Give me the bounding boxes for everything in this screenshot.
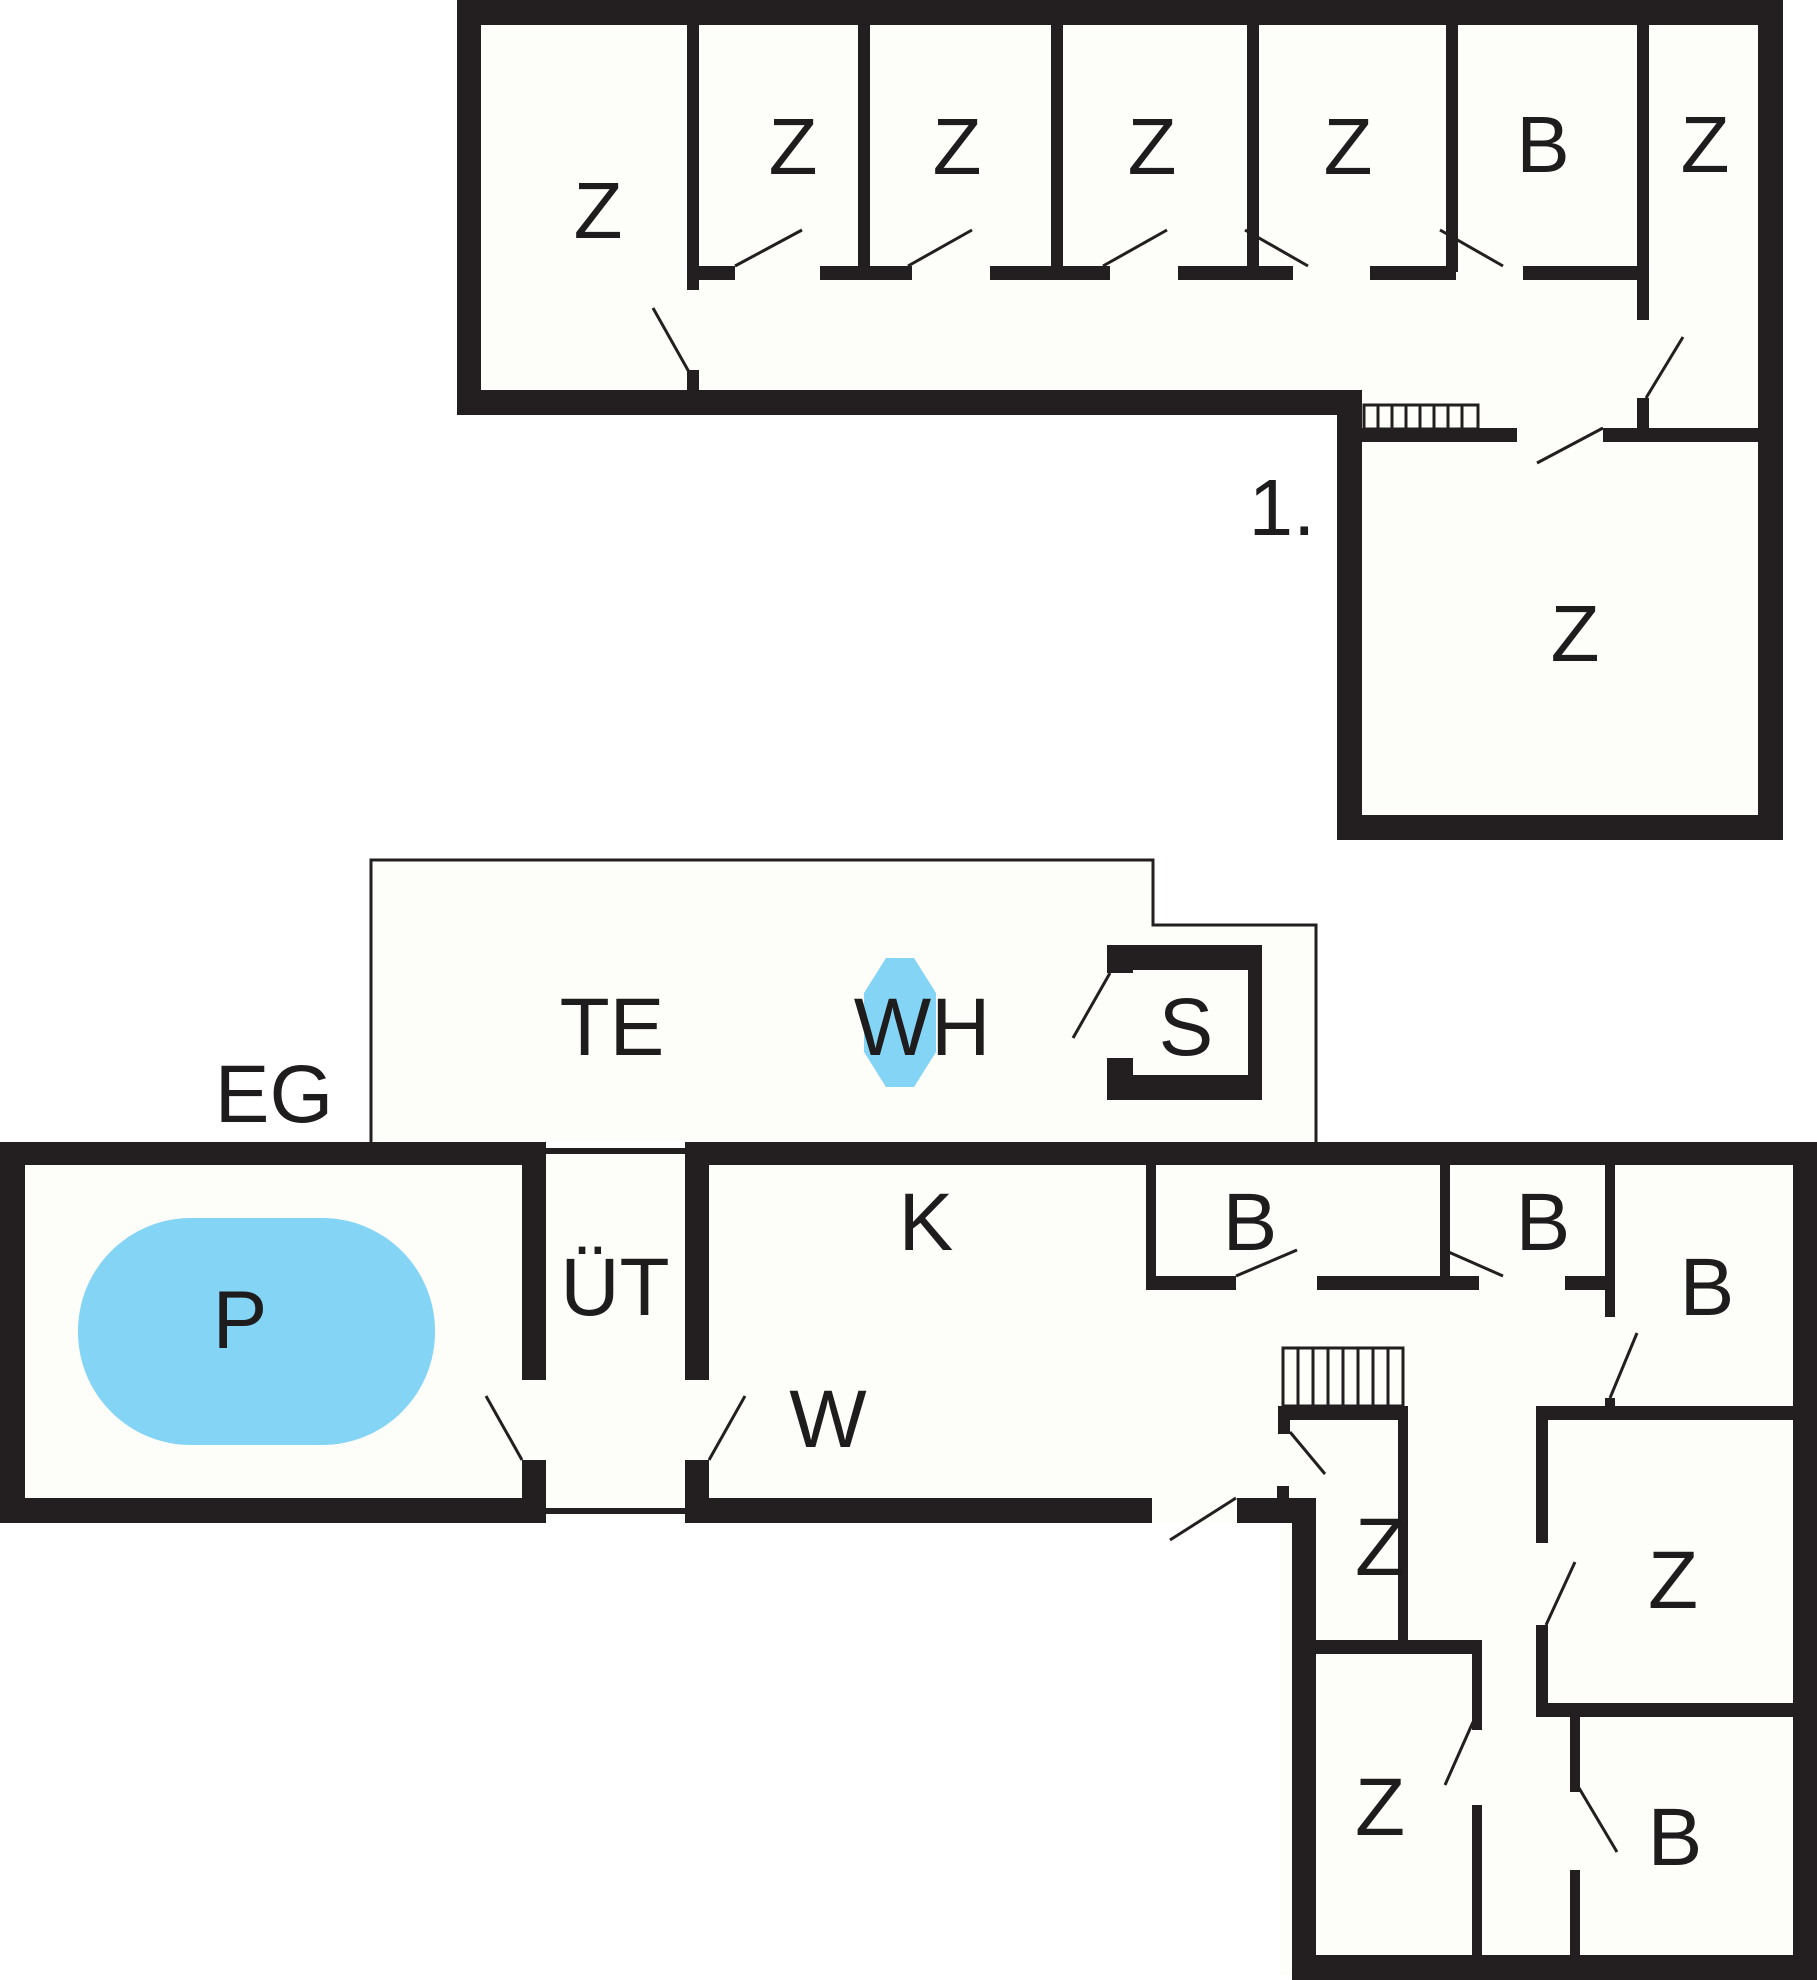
stairs — [1362, 403, 1480, 431]
door-swing — [1244, 228, 1309, 268]
wall — [1472, 1640, 1482, 1730]
door-swing — [1443, 1248, 1504, 1278]
wall — [1051, 25, 1063, 272]
wall — [1178, 266, 1293, 280]
room-label: Z — [1648, 1535, 1698, 1626]
door-swing — [651, 307, 691, 373]
room-label: B — [1648, 1792, 1703, 1883]
wall — [1278, 1406, 1290, 1434]
door-swing — [1544, 1561, 1577, 1626]
floor-label: 1. — [1249, 463, 1316, 552]
door-swing — [484, 1395, 524, 1461]
wall — [1565, 1276, 1605, 1290]
room-label: K — [899, 1177, 954, 1268]
door-gap — [1107, 973, 1135, 1058]
door-swing — [1288, 1431, 1327, 1475]
door-swings — [651, 228, 1685, 465]
terrace-area — [369, 858, 1318, 1142]
door-swing — [1235, 1248, 1298, 1278]
wall — [1316, 1640, 1482, 1654]
whirlpool-shape — [864, 958, 936, 1087]
room-label: WH — [854, 982, 991, 1073]
upper-floor: Z Z Z Z Z B Z Z 1. — [457, 0, 1783, 840]
room-label: S — [1159, 982, 1214, 1073]
room-label: Z — [1681, 100, 1730, 189]
door-swing — [1071, 972, 1112, 1039]
wall — [1570, 1717, 1580, 1792]
door-swing — [1102, 228, 1168, 268]
ground-floor: EG TE WH S P ÜT K W B B B Z Z Z B — [0, 858, 1817, 1980]
wall — [1278, 1406, 1408, 1420]
stairs — [1281, 1346, 1405, 1408]
wall — [1472, 1805, 1482, 1955]
room-label: Z — [1128, 102, 1177, 191]
wall — [858, 25, 870, 272]
sauna-wall — [1107, 945, 1262, 1100]
door-swing — [707, 1395, 747, 1461]
wall — [1536, 1703, 1793, 1717]
door-gap — [685, 1380, 709, 1460]
room-label: Z — [769, 102, 818, 191]
door-gap — [522, 1380, 546, 1460]
room-label: ÜT — [560, 1242, 669, 1333]
door-gap — [1152, 1498, 1237, 1523]
wall — [1237, 1498, 1277, 1523]
room-label: Z — [1355, 1762, 1405, 1853]
door-swings — [484, 972, 1639, 1853]
wall — [990, 266, 1110, 280]
door-swing — [1169, 1496, 1237, 1542]
wall — [1446, 25, 1458, 272]
wall — [687, 370, 699, 390]
room-label: Z — [933, 102, 982, 191]
door-swing — [1608, 1332, 1639, 1399]
wall — [687, 25, 699, 290]
wall — [546, 1508, 686, 1514]
room-label: B — [1680, 1242, 1735, 1333]
wall — [546, 1148, 686, 1154]
door-swing — [1439, 228, 1504, 268]
wall — [1637, 398, 1649, 428]
wall — [1637, 25, 1649, 320]
room-label: P — [213, 1275, 268, 1366]
room-label: Z — [574, 166, 623, 255]
wall — [693, 266, 735, 280]
wall — [1570, 1870, 1580, 1955]
wall — [1536, 1406, 1548, 1543]
room-label: B — [1516, 100, 1569, 189]
wall — [1398, 1406, 1408, 1651]
room-label: Z — [1355, 1502, 1405, 1593]
door-swing — [1536, 426, 1604, 465]
room-label: Z — [1324, 102, 1373, 191]
door-swing — [1577, 1787, 1619, 1853]
wall — [1146, 1276, 1236, 1290]
pool-shape — [78, 1218, 435, 1445]
wall — [1317, 1276, 1479, 1290]
wall — [1605, 1398, 1615, 1412]
wall — [1603, 428, 1758, 442]
wall — [1247, 25, 1259, 272]
wall — [1536, 1406, 1793, 1420]
wall — [1536, 1625, 1548, 1717]
room-label: B — [1516, 1177, 1571, 1268]
door-swing — [1443, 1721, 1475, 1786]
room-label: TE — [560, 982, 665, 1073]
floor-label: EG — [215, 1049, 333, 1140]
door-swing — [734, 228, 803, 268]
room-label: B — [1223, 1177, 1278, 1268]
wall — [1440, 1165, 1450, 1285]
wall — [1605, 1165, 1615, 1317]
upper-floor-area — [468, 13, 1768, 827]
door-swing — [1644, 336, 1685, 399]
room-label: W — [789, 1374, 867, 1465]
wall — [1523, 266, 1643, 280]
wall — [820, 266, 912, 280]
wall — [1362, 428, 1517, 442]
door-swing — [907, 228, 973, 268]
wall — [1370, 266, 1456, 280]
room-label: Z — [1551, 589, 1600, 678]
wall — [1277, 1486, 1289, 1500]
wall — [1146, 1165, 1156, 1290]
floor-area — [1280, 1500, 1792, 1975]
